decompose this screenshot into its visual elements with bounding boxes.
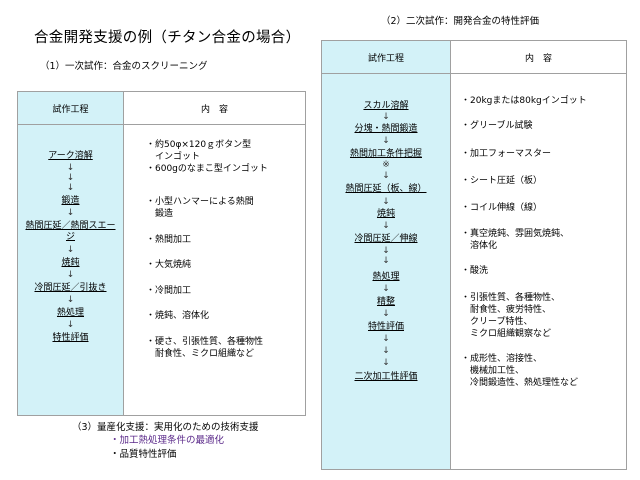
content-item: ・焼鈍、溶体化 <box>146 311 210 321</box>
arrow-down-icon: ↓ <box>382 246 390 256</box>
process-steps: アーク溶解 ↓ ↓ ↓ 鍛造 ↓ 熱間圧延／熱間スエージ ↓ 焼鈍 ↓ 冷間圧延… <box>17 124 124 416</box>
arrow-down-icon: ↓ <box>382 136 390 146</box>
page-title: 合金開発支援の例（チタン合金の場合） <box>34 30 301 46</box>
step-hot-rolling: 熱間圧延／熱間スエージ <box>25 221 116 242</box>
content-item: ・グリーブル試験 <box>461 121 533 131</box>
arrow-down-icon: ↓ <box>382 334 390 344</box>
content-item: ・硬さ、引張性質、各種物性 耐食性、ミクロ組織など <box>146 337 264 359</box>
step-blooming: 分塊・熱間鍛造 <box>354 124 418 134</box>
arrow-down-icon: ↓ <box>66 245 75 255</box>
arrow-down-icon: ↓ <box>382 221 390 231</box>
content-item: ・熱間加工 <box>146 235 192 245</box>
content-item: ・成形性、溶接性、 機械加工性、 冷間鍛造性、熱処理性など <box>461 354 579 388</box>
content-item: ・引張性質、各種物性、 耐食性、疲労特性、 クリープ特性、 ミクロ組織観察など <box>461 293 561 339</box>
arrow-down-icon: ↓ <box>66 163 75 173</box>
arrow-down-icon: ↓ <box>66 183 75 193</box>
arrow-down-icon: ↓ <box>66 173 75 183</box>
section3-list: ・加工熱処理条件の最適化 ・品質特性評価 <box>110 434 224 462</box>
arrow-down-icon: ↓ <box>382 171 390 181</box>
header-process: 試作工程 <box>17 91 124 125</box>
arrow-down-icon: ↓ <box>66 208 75 218</box>
section3-item-quality: ・品質特性評価 <box>110 449 177 460</box>
note-mark: ※ <box>382 160 390 170</box>
arrow-down-icon: ↓ <box>382 256 390 266</box>
step-annealing: 焼鈍 <box>376 209 395 219</box>
step-finishing: 精整 <box>376 297 395 307</box>
primary-trial-table: 試作工程 内 容 アーク溶解 ↓ ↓ ↓ 鍛造 ↓ 熱間圧延／熱間スエージ ↓ … <box>17 91 306 416</box>
step-evaluation: 特性評価 <box>52 333 89 343</box>
content-item: ・加工フォーマスター <box>461 149 552 159</box>
arrow-down-icon: ↓ <box>382 309 390 319</box>
arrow-down-icon: ↓ <box>66 295 75 305</box>
secondary-trial-table: 試作工程 内 容 スカル溶解 ↓ 分塊・熱間鍛造 ↓ 熱間加工条件把握 ※ ↓ … <box>321 40 627 470</box>
header-content: 内 容 <box>450 40 627 74</box>
section3-item-optimization: ・加工熱処理条件の最適化 <box>110 435 225 446</box>
header-content: 内 容 <box>123 91 306 125</box>
content-item: ・酸洗 <box>461 266 489 276</box>
content-list: ・約50φ×120ｇボタン型 インゴット ・600gのなまこ型インゴット ・小型… <box>123 124 306 416</box>
arrow-down-icon: ↓ <box>382 112 390 122</box>
step-heat-treatment: 熱処理 <box>56 308 84 318</box>
step-cold-rolling: 冷間圧延／伸線 <box>354 234 418 244</box>
section1-label: （1）一次試作：合金のスクリーニング <box>40 61 208 72</box>
content-item: ・コイル伸線（線） <box>461 203 543 213</box>
section3-label: （3）量産化支援：実用化のための技術支援 <box>72 422 259 433</box>
content-item: ・大気焼純 <box>146 260 192 270</box>
section2-label: （2）二次試作：開発合金の特性評価 <box>381 16 540 27</box>
step-secondary-processing: 二次加工性評価 <box>354 372 418 382</box>
arrow-down-icon: ↓ <box>382 358 390 368</box>
content-item: ・小型ハンマーによる熱間 鍛造 <box>146 197 254 219</box>
step-annealing: 焼鈍 <box>61 258 80 268</box>
arrow-down-icon: ↓ <box>382 197 390 207</box>
content-list: ・20kgまたは80kgインゴット ・グリーブル試験 ・加工フォーマスター ・シ… <box>450 73 627 470</box>
arrow-down-icon: ↓ <box>66 270 75 280</box>
content-item: ・20kgまたは80kgインゴット <box>461 96 587 106</box>
arrow-down-icon: ↓ <box>382 284 390 294</box>
content-item: ・約50φ×120ｇボタン型 インゴット ・600gのなまこ型インゴット <box>146 140 268 174</box>
step-heat-treatment: 熱処理 <box>372 272 400 282</box>
header-process: 試作工程 <box>321 40 451 74</box>
content-item: ・真空焼鈍、雰囲気焼鈍、 溶体化 <box>461 229 570 251</box>
step-skull-melting: スカル溶解 <box>363 101 409 111</box>
step-arc-melting: アーク溶解 <box>48 151 93 161</box>
process-steps: スカル溶解 ↓ 分塊・熱間鍛造 ↓ 熱間加工条件把握 ※ ↓ 熱間圧延（板、線）… <box>321 73 451 470</box>
step-hot-rolling: 熱間圧延（板、線） <box>345 184 427 194</box>
arrow-down-icon: ↓ <box>382 346 390 356</box>
step-hot-condition: 熱間加工条件把握 <box>349 149 422 159</box>
content-item: ・冷間加工 <box>146 286 192 296</box>
step-cold-rolling: 冷間圧延／引抜き <box>34 283 107 293</box>
step-forging: 鍛造 <box>61 196 80 206</box>
content-item: ・シート圧延（板） <box>461 176 543 186</box>
step-evaluation: 特性評価 <box>367 322 404 332</box>
arrow-down-icon: ↓ <box>66 320 75 330</box>
